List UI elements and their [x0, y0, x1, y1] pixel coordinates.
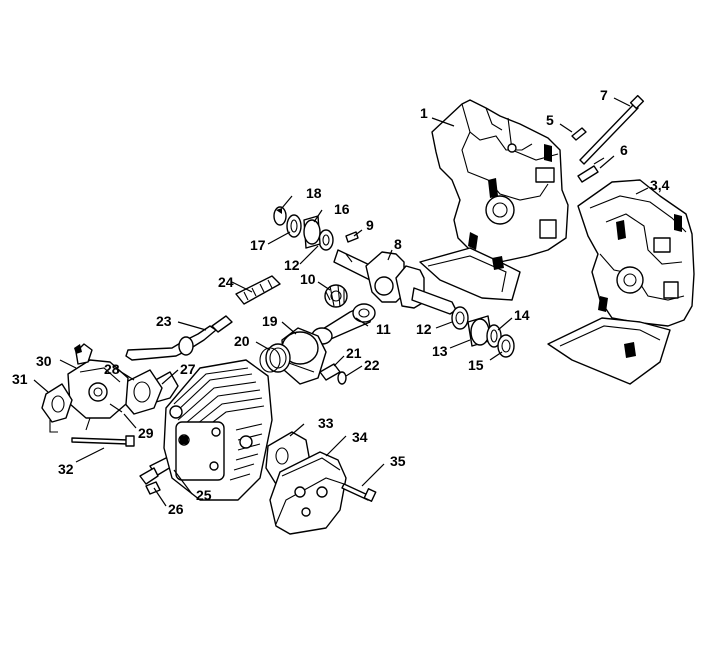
- callout-16: 16: [334, 201, 350, 217]
- long-bolt-part-7: [579, 94, 645, 165]
- callout-27: 27: [180, 361, 196, 377]
- screw-part-5: [571, 127, 587, 141]
- retaining-clip-part: [337, 371, 347, 385]
- callout-25: 25: [196, 487, 212, 503]
- callout-6: 6: [620, 142, 628, 158]
- crankshaft-part: [333, 249, 457, 315]
- crankcase-housing-part: [547, 179, 695, 385]
- carburetor-gasket-part: [41, 383, 73, 433]
- callout-32: 32: [58, 461, 74, 477]
- callout-22: 22: [364, 357, 380, 373]
- callout-15: 15: [468, 357, 484, 373]
- circlip-part-18: [273, 206, 287, 226]
- woodruff-key-part: [345, 231, 359, 243]
- callout-24: 24: [218, 274, 234, 290]
- callout-23: 23: [156, 313, 172, 329]
- callout-35: 35: [390, 453, 406, 469]
- carburetor-part: [67, 343, 129, 431]
- callout-18: 18: [306, 185, 322, 201]
- callout-31: 31: [12, 371, 28, 387]
- callout-10: 10: [300, 271, 316, 287]
- circlip-part-15: [497, 334, 515, 358]
- spark-plug-boot-part: [145, 481, 161, 495]
- muffler-screw-part: [341, 483, 377, 502]
- callout-28: 28: [104, 361, 120, 377]
- callout-8: 8: [394, 236, 402, 252]
- callout-26: 26: [168, 501, 184, 517]
- oil-seal-part-12-left: [318, 229, 334, 251]
- callout-3-4: 3,4: [650, 177, 670, 193]
- ring-part-14: [486, 324, 502, 348]
- bearing-part-13: [467, 315, 493, 347]
- callout-19: 19: [262, 313, 278, 329]
- fuel-line-part: [125, 315, 233, 361]
- callout-30: 30: [36, 353, 52, 369]
- piston-part: [281, 327, 327, 385]
- piston-pin-part: [319, 363, 341, 381]
- callout-7: 7: [600, 87, 608, 103]
- callout-14: 14: [514, 307, 530, 323]
- callout-20: 20: [234, 333, 250, 349]
- callout-13: 13: [432, 343, 448, 359]
- callout-21: 21: [346, 345, 362, 361]
- callout-33: 33: [318, 415, 334, 431]
- fuel-filter-part: [235, 275, 281, 305]
- needle-cage-part: [324, 284, 348, 308]
- ring-part-17: [286, 214, 302, 238]
- callout-11: 11: [376, 321, 391, 337]
- bolt-part-6: [577, 157, 605, 183]
- crankcase-half-part: [419, 99, 569, 301]
- bearing-part-16: [303, 215, 321, 249]
- callout-29: 29: [138, 425, 154, 441]
- long-screw-part: [71, 435, 135, 447]
- leader-lines: [33, 97, 649, 507]
- piston-rings-part: [259, 343, 291, 373]
- callout-5: 5: [546, 112, 554, 128]
- oil-seal-part-12-right: [451, 306, 469, 330]
- cylinder-part: [163, 359, 273, 501]
- callout-9: 9: [366, 217, 374, 233]
- muffler-part: [269, 451, 347, 535]
- callout-34: 34: [352, 429, 368, 445]
- callout-17: 17: [250, 237, 266, 253]
- callout-12-left: 12: [284, 257, 300, 273]
- callout-12-right: 12: [416, 321, 432, 337]
- callout-1: 1: [420, 105, 428, 121]
